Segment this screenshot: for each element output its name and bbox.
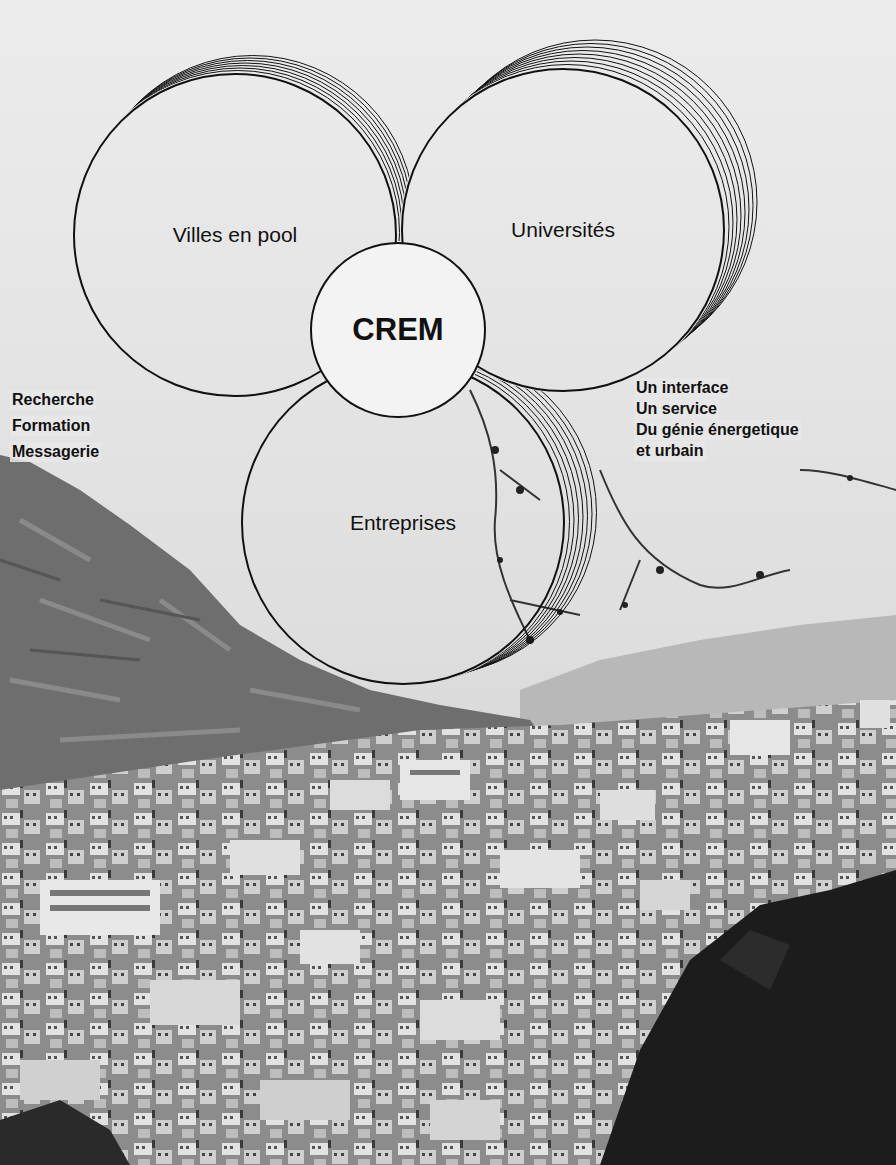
node-label: Entreprises bbox=[350, 511, 456, 535]
circle-node: CREM bbox=[310, 242, 486, 418]
node-label: Universités bbox=[511, 218, 615, 242]
circle-text: Entreprises bbox=[350, 511, 456, 535]
annotation-text: Un service bbox=[634, 399, 719, 419]
node-label: Villes en pool bbox=[173, 223, 298, 247]
annotation-text: et urbain bbox=[634, 441, 706, 461]
node-label: CREM bbox=[352, 312, 443, 348]
circle-text: Universités bbox=[511, 218, 615, 242]
annotation-text: Recherche bbox=[10, 390, 96, 410]
annotation-text: Messagerie bbox=[10, 442, 101, 462]
annotation-text: Formation bbox=[10, 416, 92, 436]
circle-text: CREM bbox=[352, 312, 443, 348]
annotation-text: Du génie énergetique bbox=[634, 420, 801, 440]
annotation-text: Un interface bbox=[634, 378, 730, 398]
circle-text: Villes en pool bbox=[173, 223, 298, 247]
